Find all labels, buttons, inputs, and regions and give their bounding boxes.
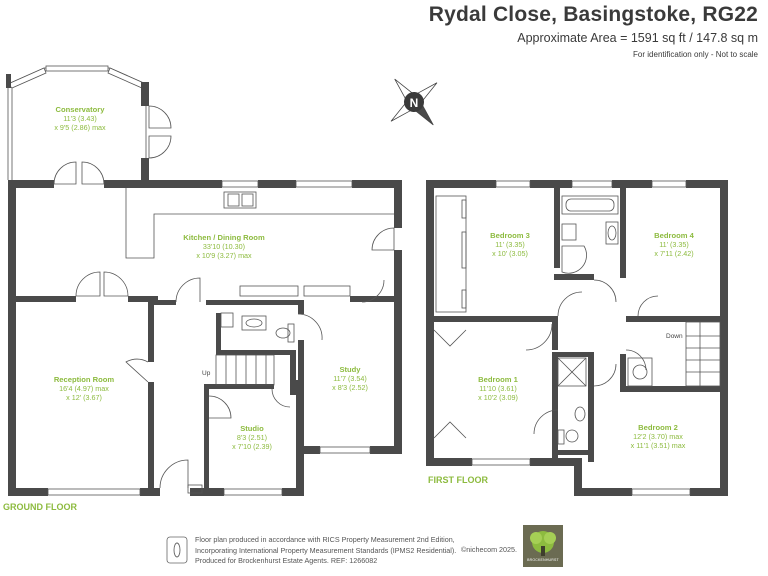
- ground-floor-label: GROUND FLOOR: [3, 502, 77, 512]
- footer-ref: REF: 1266082: [330, 556, 378, 565]
- studio-dim2: x 7'10 (2.39): [232, 442, 272, 451]
- ground-floor-plan: Conservatory 11'3 (3.43) x 9'5 (2.86) ma…: [6, 65, 402, 496]
- studio-name: Studio: [240, 424, 264, 433]
- footer-notes: Floor plan produced in accordance with R…: [195, 535, 456, 567]
- bedroom3-dim2: x 10' (3.05): [492, 249, 528, 258]
- ground-internal-walls: [16, 296, 398, 488]
- kitchen-fittings: [53, 161, 395, 494]
- property-title: Rydal Close, Basingstoke, RG22: [428, 3, 758, 26]
- stairs-up-label: Up: [202, 370, 211, 377]
- studio-dim1: 8'3 (2.51): [237, 433, 267, 442]
- footer-line-3: Produced for Brockenhurst Estate Agents.…: [195, 556, 456, 567]
- ground-windows: [47, 180, 371, 496]
- study-dim1: 11'7 (3.54): [333, 374, 367, 383]
- kitchen-dim1: 33'10 (10.30): [203, 242, 245, 251]
- measurement-icon: [166, 536, 188, 564]
- first-stairs: [685, 321, 721, 387]
- ground-outer-walls: [8, 180, 402, 496]
- study-dim2: x 8'3 (2.52): [332, 383, 368, 392]
- conservatory-walls: [6, 65, 172, 180]
- bedroom3-name: Bedroom 3: [490, 231, 530, 240]
- first-internal-walls: [434, 188, 720, 462]
- bedroom4-dim1: 11' (3.35): [659, 240, 689, 249]
- first-floor-plan: Bedroom 3 11' (3.35) x 10' (3.05) Bedroo…: [426, 180, 728, 496]
- approximate-area: Approximate Area = 1591 sq ft / 147.8 sq…: [517, 31, 758, 45]
- copyright: ©nichecom 2025.: [461, 545, 518, 554]
- conservatory-dim2: x 9'5 (2.86) max: [54, 123, 106, 132]
- bedroom2-name: Bedroom 2: [638, 423, 678, 432]
- reception-dim1: 16'4 (4.97) max: [59, 384, 109, 393]
- bedroom1-name: Bedroom 1: [478, 375, 518, 384]
- first-windows: [471, 180, 691, 496]
- conservatory-name: Conservatory: [56, 105, 106, 114]
- footer-line-1: Floor plan produced in accordance with R…: [195, 535, 455, 544]
- bedroom1-dim1: 11'10 (3.61): [479, 384, 517, 393]
- scale-note: For identification only - Not to scale: [633, 50, 758, 59]
- bedroom3-dim1: 11' (3.35): [495, 240, 525, 249]
- logo-text: BROCKENHURST: [527, 558, 559, 562]
- kitchen-dim2: x 10'9 (3.27) max: [196, 251, 252, 260]
- compass-icon: [390, 78, 438, 126]
- brockenhurst-logo: [523, 525, 563, 567]
- bedroom4-name: Bedroom 4: [654, 231, 694, 240]
- conservatory-dim1: 11'3 (3.43): [63, 114, 97, 123]
- bedroom2-dim2: x 11'1 (3.51) max: [631, 441, 686, 450]
- first-floor-label: FIRST FLOOR: [428, 475, 488, 485]
- stairs-down-label: Down: [666, 333, 683, 340]
- reception-dim2: x 12' (3.67): [66, 393, 102, 402]
- reception-name: Reception Room: [54, 375, 115, 384]
- footer-producer: Produced for Brockenhurst Estate Agents.: [195, 556, 329, 565]
- kitchen-name: Kitchen / Dining Room: [183, 233, 265, 242]
- bedroom1-dim2: x 10'2 (3.09): [478, 393, 518, 402]
- ground-stairs: [215, 354, 275, 386]
- first-fittings: [433, 195, 721, 445]
- bedroom2-dim1: 12'2 (3.70) max: [633, 432, 683, 441]
- bedroom4-dim2: x 7'11 (2.42): [654, 249, 693, 258]
- footer-line-2: Incorporating International Property Mea…: [195, 545, 457, 555]
- study-name: Study: [339, 365, 361, 374]
- compass-label: N: [410, 96, 419, 110]
